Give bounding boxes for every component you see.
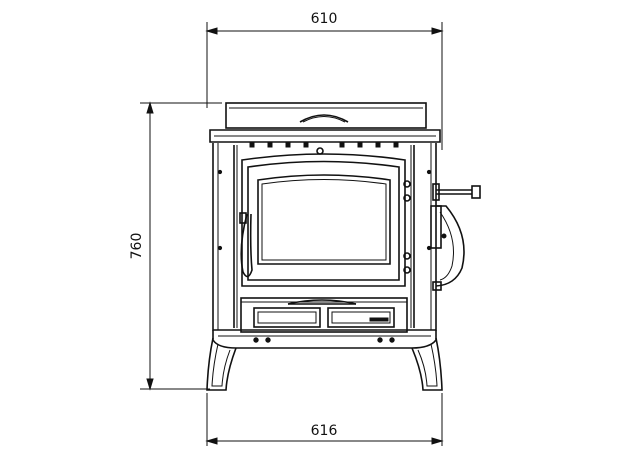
- fire-door: [239, 153, 411, 287]
- door-glass: [257, 174, 391, 265]
- ash-drawer: [240, 297, 408, 343]
- base-plinth: [212, 330, 437, 349]
- top-width-dimension: 610: [205, 11, 444, 150]
- top-studs: [249, 142, 399, 148]
- stove-top: [209, 102, 441, 155]
- air-control-lever: [432, 183, 481, 201]
- top-width-label: 610: [311, 11, 338, 27]
- bottom-width-dimension: 616: [205, 393, 444, 446]
- height-dimension: 760: [129, 101, 222, 391]
- stove-body: [212, 143, 437, 331]
- bottom-width-label: 616: [311, 423, 338, 439]
- height-label: 760: [129, 233, 145, 260]
- side-handle: [430, 205, 465, 291]
- stove-legs: [206, 337, 443, 391]
